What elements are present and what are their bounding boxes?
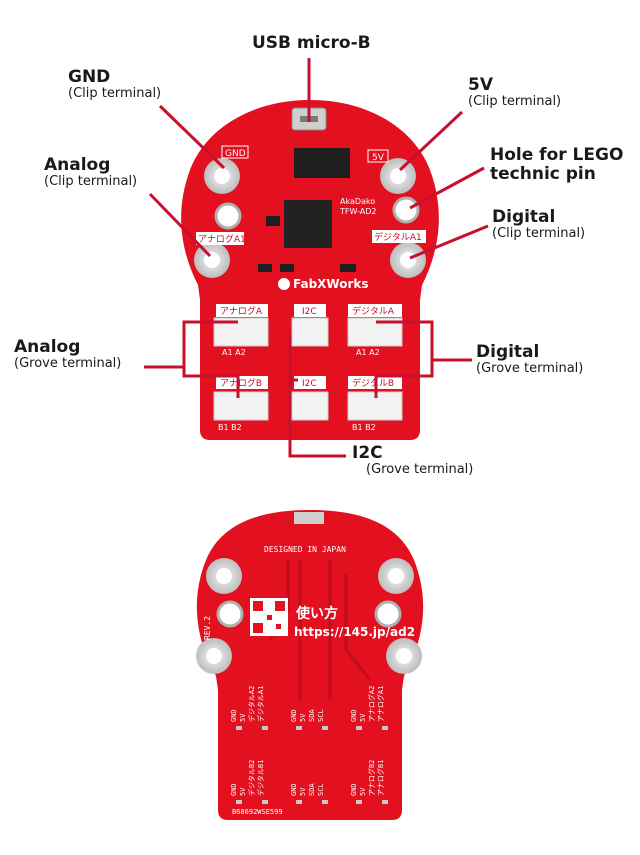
svg-text:デジタルA: デジタルA xyxy=(352,305,395,317)
silk-usage: 使い方 xyxy=(295,605,338,622)
leader-digital-clip xyxy=(409,224,489,260)
leader-5v xyxy=(398,110,464,172)
label-usb: USB micro-B xyxy=(252,33,371,53)
svg-text:デジタルA1: デジタルA1 xyxy=(256,686,265,722)
digital-clip-pad xyxy=(390,242,426,278)
label-digital-clip: Digital xyxy=(492,207,555,227)
svg-text:5V: 5V xyxy=(239,713,247,722)
svg-text:GND: GND xyxy=(350,783,358,796)
leader-gnd xyxy=(158,104,226,170)
svg-text:アナログB: アナログB xyxy=(220,377,262,389)
leader-lines xyxy=(144,58,489,458)
silk-url: https://145.jp/ad2 xyxy=(294,625,415,639)
svg-text:SCL: SCL xyxy=(317,783,325,796)
gnd-clip-pad xyxy=(204,158,240,194)
label-analog-grove-sub: (Grove terminal) xyxy=(14,356,121,371)
svg-text:SDA: SDA xyxy=(308,709,316,722)
svg-text:GND: GND xyxy=(230,783,238,796)
svg-text:I2C: I2C xyxy=(302,379,317,389)
svg-text:SDA: SDA xyxy=(308,783,316,796)
label-lego-1: Hole for LEGO xyxy=(490,145,623,165)
label-gnd: GND xyxy=(68,67,110,87)
grove-analog-b: アナログB B1 B2 xyxy=(213,376,269,432)
svg-text:デジタルB: デジタルB xyxy=(352,377,394,389)
svg-text:I2C: I2C xyxy=(302,307,317,317)
lego-hole-left xyxy=(214,202,242,230)
label-i2c-grove-sub: (Grove terminal) xyxy=(366,462,473,477)
leader-analog-clip xyxy=(148,192,212,258)
svg-text:アナログA1: アナログA1 xyxy=(376,686,385,722)
silk-digital-a1: デジタルA1 xyxy=(374,231,422,243)
callout-labels: USB micro-B GND (Clip terminal) 5V (Clip… xyxy=(14,33,623,477)
label-gnd-sub: (Clip terminal) xyxy=(68,86,161,101)
silk-gnd: GND xyxy=(225,149,246,159)
label-digital-clip-sub: (Clip terminal) xyxy=(492,226,585,241)
svg-text:5V: 5V xyxy=(299,787,307,796)
svg-text:5V: 5V xyxy=(359,787,367,796)
back-lego-hole-right xyxy=(374,600,402,628)
svg-text:GND: GND xyxy=(290,709,298,722)
v5-clip-pad xyxy=(380,158,416,194)
silk-5v: 5V xyxy=(372,153,385,163)
svg-text:アナログB2: アナログB2 xyxy=(367,760,376,796)
svg-text:5V: 5V xyxy=(239,787,247,796)
leader-i2c-grove xyxy=(288,330,346,458)
label-analog-grove: Analog xyxy=(14,337,80,357)
back-pad-tr xyxy=(378,558,414,594)
mcu-chip xyxy=(284,200,332,248)
back-pcb xyxy=(196,510,424,820)
svg-text:A1 A2: A1 A2 xyxy=(356,348,380,357)
front-board: GND 5V アナログA1 デジタルA1 AkaDako TFW-AD2 Fab… xyxy=(181,100,439,440)
grove-i2c-bottom: I2C xyxy=(291,376,329,421)
svg-text:SCL: SCL xyxy=(317,709,325,722)
silk-rev: REV.2 xyxy=(203,616,212,640)
grove-digital-a: デジタルA A1 A2 xyxy=(347,304,403,357)
svg-text:A1 A2: A1 A2 xyxy=(222,348,246,357)
svg-text:デジタルA2: デジタルA2 xyxy=(247,686,256,722)
silk-model: TFW-AD2 xyxy=(339,207,377,216)
back-board: DESIGNED IN JAPAN REV.2 使い方 https://145.… xyxy=(196,510,424,820)
leader-digital-grove xyxy=(374,320,472,398)
leader-analog-grove xyxy=(144,320,240,398)
label-i2c-grove: I2C xyxy=(352,443,383,463)
label-5v-sub: (Clip terminal) xyxy=(468,94,561,109)
silk-serial: B68692WSE599 xyxy=(232,808,283,816)
svg-text:5V: 5V xyxy=(299,713,307,722)
svg-text:GND: GND xyxy=(230,709,238,722)
usb-chip xyxy=(294,148,350,178)
silk-akadako: AkaDako xyxy=(340,197,375,206)
grove-i2c-top: I2C xyxy=(291,304,329,347)
brand-logo-icon xyxy=(278,278,290,290)
label-analog-clip-sub: (Clip terminal) xyxy=(44,174,137,189)
svg-text:5V: 5V xyxy=(359,713,367,722)
label-5v: 5V xyxy=(468,75,494,95)
svg-text:デジタルB1: デジタルB1 xyxy=(256,760,265,796)
svg-text:B1 B2: B1 B2 xyxy=(218,423,242,432)
svg-text:アナログA: アナログA xyxy=(220,305,263,317)
back-lego-hole-left xyxy=(216,600,244,628)
silk-designed: DESIGNED IN JAPAN xyxy=(264,545,346,554)
svg-text:GND: GND xyxy=(350,709,358,722)
svg-text:GND: GND xyxy=(290,783,298,796)
label-analog-clip: Analog xyxy=(44,155,110,175)
back-pad-bl xyxy=(196,638,232,674)
svg-text:B1 B2: B1 B2 xyxy=(352,423,376,432)
svg-text:アナログB1: アナログB1 xyxy=(376,760,385,796)
back-pad-br xyxy=(386,638,422,674)
front-pcb xyxy=(181,100,439,440)
label-digital-grove: Digital xyxy=(476,342,539,362)
leader-lego xyxy=(409,166,485,210)
label-lego-2: technic pin xyxy=(490,164,596,184)
label-digital-grove-sub: (Grove terminal) xyxy=(476,361,583,376)
silk-brand: FabXWorks xyxy=(293,277,369,291)
svg-text:デジタルB2: デジタルB2 xyxy=(247,760,256,796)
lego-hole-right xyxy=(392,196,420,224)
back-pad-tl xyxy=(206,558,242,594)
qr-code-icon xyxy=(250,598,288,636)
svg-text:アナログA2: アナログA2 xyxy=(367,686,376,722)
analog-clip-pad xyxy=(194,242,230,278)
silk-analog-a1: アナログA1 xyxy=(198,233,246,245)
